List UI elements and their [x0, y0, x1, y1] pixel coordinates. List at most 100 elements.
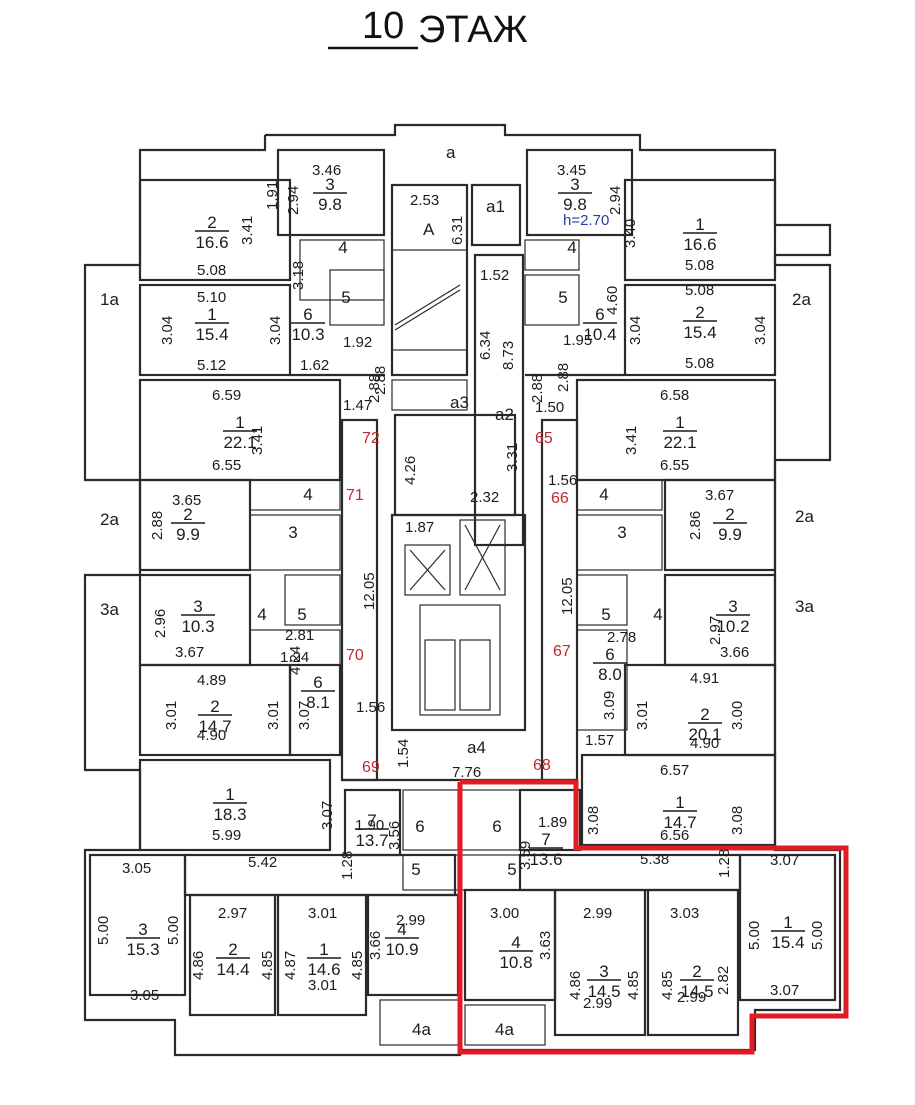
room-dimension: 6.56: [660, 827, 689, 844]
floor-word: ЭТАЖ: [418, 9, 528, 51]
room-dimension: 3.08: [729, 806, 746, 835]
room-dimension: 4.85: [259, 951, 276, 980]
room-number: 2: [228, 940, 237, 959]
room-tl-6: 610.33.181.921.622.88: [290, 261, 389, 395]
room-dimension: 4.86: [567, 971, 584, 1000]
room-area: 15.4: [195, 325, 228, 344]
room-dimension: 3.01: [308, 905, 337, 922]
room-dimension: 3.01: [634, 701, 651, 730]
room-dimension: 3.40: [622, 219, 639, 248]
room-bl-5: 5: [411, 860, 420, 879]
room-dimension: 4.87: [282, 951, 299, 980]
room-area: 8.0: [598, 665, 622, 684]
room-mr-1: 122.16.583.416.55: [623, 387, 697, 474]
room-mr-3b: 3: [617, 523, 626, 542]
room-dimension: 6.55: [660, 457, 689, 474]
core-dim: 1.52: [480, 267, 509, 284]
room-dimension: 1.89: [538, 814, 567, 831]
room-number: 2: [695, 303, 704, 322]
room-dimension: 1.24: [280, 649, 309, 666]
room-number: 5: [507, 860, 516, 879]
room-dimension: 3.07: [770, 852, 799, 869]
room-number: 2: [725, 505, 734, 524]
room-tl-4: 4: [338, 238, 347, 257]
room-area: 14.7: [663, 813, 696, 832]
room-mr-2: 29.93.672.86: [687, 487, 747, 544]
room-area: 10.3: [291, 325, 324, 344]
core-label-a: a: [446, 143, 456, 162]
core-dim: 1.56: [356, 699, 385, 716]
room-dimension: 3.41: [249, 426, 266, 455]
room-number: 1: [675, 793, 684, 812]
core-label-a2: a2: [495, 405, 514, 424]
room-tr-4: 4: [567, 238, 576, 257]
room-number: 4: [338, 238, 347, 257]
room-br-6: 6: [492, 817, 501, 836]
room-dimension: 3.59: [517, 841, 534, 870]
balcony-label: 2a: [792, 290, 811, 309]
room-number: 2: [210, 697, 219, 716]
room-number: 5: [341, 288, 350, 307]
room-dimension: 3.07: [296, 701, 313, 730]
room-number: 4: [303, 485, 312, 504]
apartment-number-69: 69: [362, 759, 380, 776]
room-dimension: 3.04: [267, 316, 284, 345]
room-number: 5: [411, 860, 420, 879]
room-dimension: 4.86: [190, 951, 207, 980]
room-dimension: 5.12: [197, 357, 226, 374]
room-area: 10.4: [583, 325, 616, 344]
room-dimension: 4.85: [659, 971, 676, 1000]
room-number: 2: [692, 962, 701, 981]
room-number: 2: [207, 213, 216, 232]
core-dim: 7.76: [452, 764, 481, 781]
room-dimension: 2.97: [707, 616, 724, 645]
balcony-label: 2a: [100, 510, 119, 529]
room-dimension: 4.90: [197, 727, 226, 744]
room-dimension: 4.90: [690, 735, 719, 752]
room-dimension: 1.62: [300, 357, 329, 374]
room-dimension: 3.00: [490, 905, 519, 922]
room-area: 16.6: [683, 235, 716, 254]
core-label-A: A: [423, 220, 435, 239]
room-ml-4a: 4: [303, 485, 312, 504]
room-area: 22.1: [663, 433, 696, 452]
room-dimension: 1.91: [264, 181, 281, 210]
core-dim: 1.56: [548, 472, 577, 489]
balcony-label: 3a: [100, 600, 119, 619]
room-number: 4: [599, 485, 608, 504]
room-dimension: 3.01: [308, 977, 337, 994]
room-area: 14.7: [198, 717, 231, 736]
room-dimension: 3.63: [537, 931, 554, 960]
room-dimension: 2.96: [152, 609, 169, 638]
room-area: 9.9: [718, 525, 742, 544]
room-number: 7: [367, 811, 376, 830]
core-dim: 1.54: [395, 739, 412, 768]
room-dimension: 5.00: [809, 921, 826, 950]
room-number: 1: [207, 305, 216, 324]
apartment-number-71: 71: [346, 487, 364, 504]
core-label-a3: a3: [450, 393, 469, 412]
room-tr-5: 5: [558, 288, 567, 307]
room-dimension: 1.92: [343, 334, 372, 351]
room-dimension: 3.01: [163, 701, 180, 730]
room-dimension: 4.85: [349, 951, 366, 980]
building-walls: [83, 123, 842, 1057]
room-number: 3: [138, 920, 147, 939]
room-ml-3: 310.32.963.672.811.244.24: [152, 597, 314, 675]
room-dimension: 5.08: [197, 262, 226, 279]
room-dimension: 5.00: [95, 916, 112, 945]
room-number: 6: [595, 305, 604, 324]
room-dimension: 3.08: [585, 806, 602, 835]
room-dimension: 4.24: [287, 646, 304, 675]
balcony-label: 4a: [412, 1020, 431, 1039]
room-number: 3: [599, 962, 608, 981]
room-area: 10.2: [716, 617, 749, 636]
room-dimension: 1.57: [585, 732, 614, 749]
core-dim: 1.47: [343, 397, 372, 414]
room-dimension: 4.91: [690, 670, 719, 687]
